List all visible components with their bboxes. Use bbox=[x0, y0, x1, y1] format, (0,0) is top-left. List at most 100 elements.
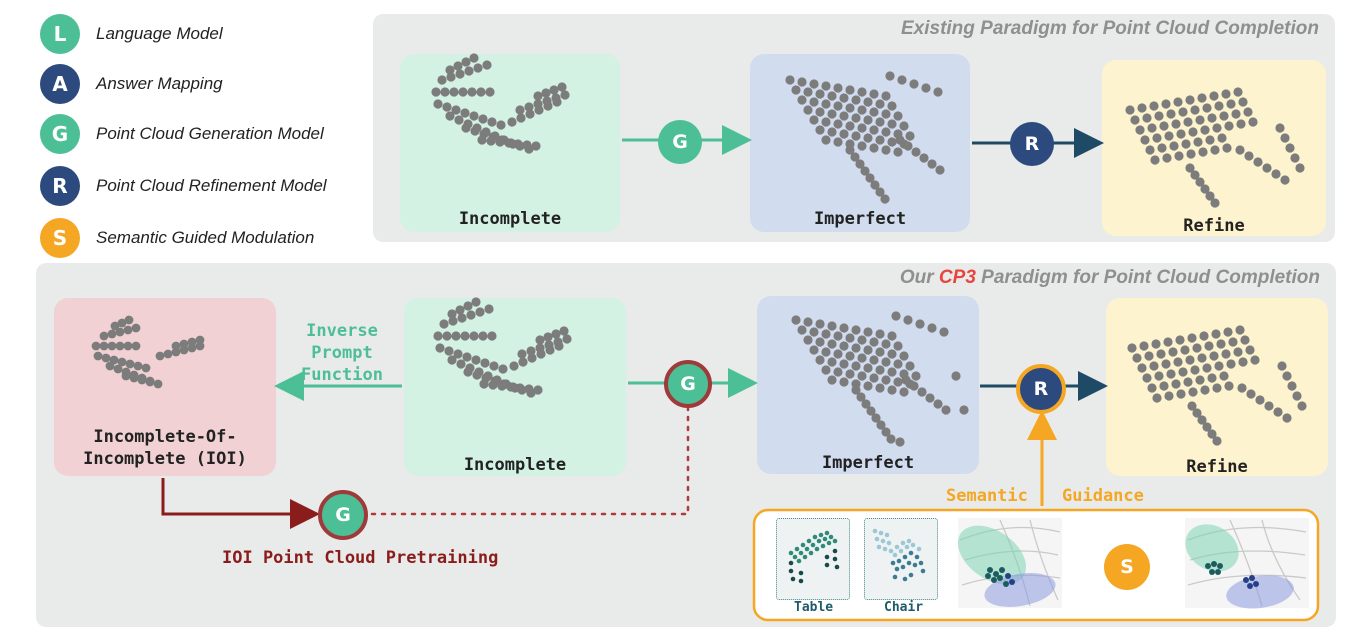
point bbox=[1190, 170, 1200, 180]
point bbox=[1149, 361, 1159, 371]
point bbox=[815, 125, 825, 135]
point bbox=[470, 126, 480, 136]
point bbox=[549, 85, 559, 95]
point bbox=[857, 335, 867, 345]
point bbox=[959, 405, 969, 415]
point bbox=[905, 131, 915, 141]
incomplete-label: Incomplete bbox=[463, 455, 567, 475]
point bbox=[1205, 135, 1215, 145]
point bbox=[839, 359, 849, 369]
legend-label: Answer Mapping bbox=[96, 74, 223, 93]
point bbox=[155, 351, 165, 361]
point bbox=[488, 380, 498, 390]
point bbox=[99, 341, 109, 351]
point bbox=[442, 331, 452, 341]
generation-model-node-bottom: G bbox=[664, 360, 712, 408]
point bbox=[478, 114, 488, 124]
point bbox=[1188, 387, 1198, 397]
point bbox=[527, 353, 537, 363]
point bbox=[821, 81, 831, 91]
point bbox=[1214, 101, 1224, 111]
point bbox=[1173, 97, 1183, 107]
point bbox=[442, 102, 452, 112]
point bbox=[477, 135, 487, 145]
point bbox=[857, 141, 867, 151]
point bbox=[498, 364, 508, 374]
point bbox=[861, 399, 871, 409]
point bbox=[891, 311, 901, 321]
legend-label: Language Model bbox=[96, 24, 223, 43]
point bbox=[797, 325, 807, 335]
point bbox=[881, 339, 891, 349]
legend-item-refinement-model: R Point Cloud Refinement Model bbox=[40, 166, 327, 206]
point bbox=[809, 345, 819, 355]
point bbox=[871, 413, 881, 423]
point bbox=[1137, 103, 1147, 113]
point bbox=[899, 387, 909, 397]
point bbox=[515, 383, 525, 393]
point bbox=[845, 121, 855, 131]
point bbox=[464, 66, 474, 76]
point bbox=[1178, 107, 1188, 117]
point bbox=[1152, 133, 1162, 143]
point bbox=[125, 359, 135, 369]
point bbox=[869, 107, 879, 117]
table-label: Table bbox=[794, 600, 834, 615]
point bbox=[821, 99, 831, 109]
point bbox=[1164, 391, 1174, 401]
point bbox=[463, 367, 473, 377]
point bbox=[453, 349, 463, 359]
point bbox=[533, 99, 543, 109]
point bbox=[827, 127, 837, 137]
point bbox=[455, 305, 465, 315]
point bbox=[821, 135, 831, 145]
generation-model-icon: G bbox=[40, 114, 80, 154]
point bbox=[839, 377, 849, 387]
point bbox=[117, 318, 127, 328]
point bbox=[875, 135, 885, 145]
point bbox=[1161, 359, 1171, 369]
point bbox=[559, 326, 569, 336]
point bbox=[448, 316, 458, 326]
point bbox=[1157, 143, 1167, 153]
generation-model-node-pretrain: G bbox=[318, 490, 368, 540]
point bbox=[1188, 127, 1198, 137]
point bbox=[1200, 385, 1210, 395]
point bbox=[1219, 111, 1229, 121]
chair-label: Chair bbox=[884, 600, 924, 615]
point bbox=[851, 325, 861, 335]
legend-label: Point Cloud Refinement Model bbox=[96, 176, 327, 195]
imperfect-point-cloud-bottom bbox=[791, 311, 969, 447]
point bbox=[1198, 147, 1208, 157]
point bbox=[1235, 325, 1245, 335]
semantic-label: Semantic bbox=[946, 486, 1028, 506]
point bbox=[437, 75, 447, 85]
point bbox=[897, 75, 907, 85]
incomplete-point-cloud-top bbox=[431, 53, 570, 154]
point bbox=[449, 87, 459, 97]
point bbox=[445, 65, 455, 75]
incomplete-point-cloud-bottom bbox=[433, 297, 572, 398]
point bbox=[475, 307, 485, 317]
point bbox=[517, 349, 527, 359]
point bbox=[99, 331, 109, 341]
point bbox=[1204, 341, 1214, 351]
semantic-modulation-node: S bbox=[1104, 544, 1150, 590]
point bbox=[1166, 369, 1176, 379]
point bbox=[469, 111, 479, 121]
point bbox=[518, 357, 528, 367]
point bbox=[850, 152, 860, 162]
point bbox=[815, 355, 825, 365]
point bbox=[458, 87, 468, 97]
refine-label: Refine bbox=[1186, 457, 1248, 477]
point bbox=[863, 381, 873, 391]
ioi-point-cloud bbox=[91, 315, 205, 389]
point bbox=[833, 367, 843, 377]
point bbox=[485, 87, 495, 97]
point bbox=[1217, 133, 1227, 143]
point bbox=[1287, 381, 1297, 391]
point bbox=[110, 321, 120, 331]
point bbox=[513, 139, 523, 149]
point bbox=[1139, 341, 1149, 351]
point bbox=[1195, 115, 1205, 125]
